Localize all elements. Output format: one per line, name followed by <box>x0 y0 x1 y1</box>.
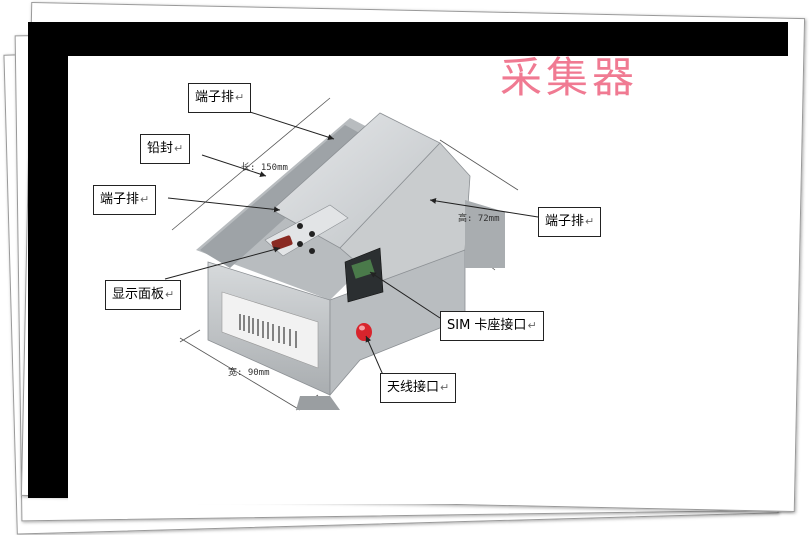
dimension-length: 长: 150mm <box>241 163 288 173</box>
return-mark-icon: ↵ <box>174 142 184 155</box>
callout-terminal-left: 端子排↵ <box>93 185 157 215</box>
leader-lines <box>164 111 539 376</box>
callout-antenna-port: 天线接口↵ <box>380 373 457 403</box>
return-mark-icon: ↵ <box>527 319 537 332</box>
callout-label: 铅封 <box>147 141 174 156</box>
callout-label: 端子排 <box>545 214 585 229</box>
callout-label: SIM 卡座接口 <box>447 318 527 333</box>
callout-label: 天线接口 <box>387 380 440 395</box>
diagram-title: 采集器 <box>500 53 639 102</box>
callout-terminal-right: 端子排↵ <box>538 207 602 237</box>
return-mark-icon: ↵ <box>165 288 175 301</box>
callout-label: 端子排 <box>195 90 235 105</box>
dimension-height: 高: 72mm <box>458 214 500 224</box>
return-mark-icon: ↵ <box>140 193 150 206</box>
callout-label: 端子排 <box>100 192 140 207</box>
callout-sim-slot: SIM 卡座接口↵ <box>440 311 544 341</box>
return-mark-icon: ↵ <box>235 91 245 104</box>
dimension-width: 宽: 90mm <box>228 368 270 378</box>
callout-lead-seal: 铅封↵ <box>140 134 191 164</box>
callout-label: 显示面板 <box>112 287 165 302</box>
collector-device <box>196 112 505 410</box>
callout-terminal-top: 端子排↵ <box>188 83 252 113</box>
return-mark-icon: ↵ <box>440 381 450 394</box>
return-mark-icon: ↵ <box>585 215 595 228</box>
callout-display-panel: 显示面板↵ <box>105 280 182 310</box>
